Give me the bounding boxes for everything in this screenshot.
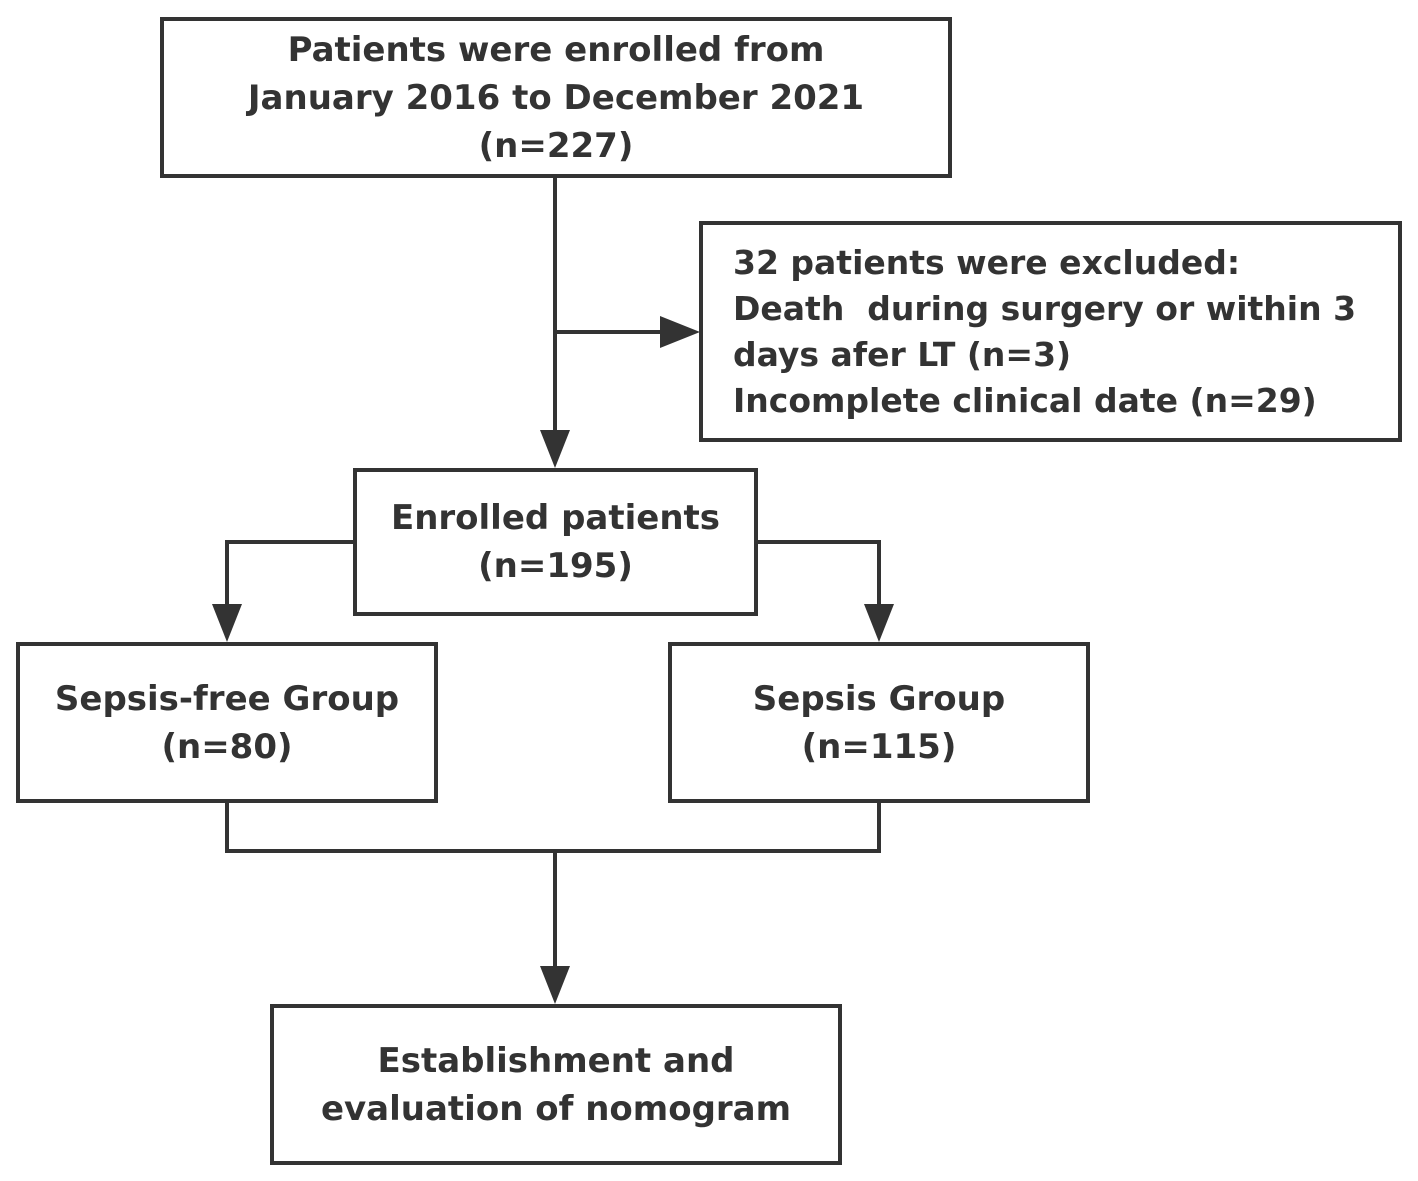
node-sepsis-free-line-1: Sepsis-free Group	[54, 678, 400, 719]
node-excluded-line-2: Death during surgery or within 3	[733, 288, 1357, 328]
node-nomogram-line-2: evaluation of nomogram	[320, 1088, 792, 1129]
edge-sepsis-free-to-nomogram	[225, 803, 555, 853]
node-enrolled-final-line-2: (n=195)	[478, 546, 633, 586]
arrowhead-to-nomogram	[540, 966, 570, 1004]
arrowhead-to-sepsis	[864, 604, 894, 642]
node-sepsis: Sepsis Group (n=115)	[668, 642, 1090, 803]
arrowhead-to-sepsis-free	[212, 604, 242, 642]
arrowhead-to-enrolled-final	[540, 430, 570, 468]
arrowhead-to-excluded	[660, 316, 700, 348]
node-enrolled-final: Enrolled patients (n=195)	[353, 468, 758, 616]
edge-enrolled-final-to-sepsis	[758, 540, 881, 604]
node-sepsis-free: Sepsis-free Group (n=80)	[16, 642, 438, 803]
edge-enrolled-final-to-sepsis-free	[225, 540, 353, 604]
node-sepsis-line-2: (n=115)	[801, 726, 957, 767]
node-enrolled-final-line-1: Enrolled patients	[390, 498, 721, 538]
node-sepsis-free-line-2: (n=80)	[161, 726, 293, 767]
node-enrolled-all-line-1: Patients were enrolled from	[287, 29, 825, 70]
node-excluded-line-3: days afer LT (n=3)	[733, 334, 1072, 374]
node-enrolled-all-line-3: (n=227)	[478, 125, 634, 166]
node-excluded-line-1: 32 patients were excluded:	[733, 242, 1241, 282]
node-excluded: 32 patients were excluded: Death during …	[699, 221, 1402, 442]
node-enrolled-all-line-2: January 2016 to December 2021	[247, 77, 865, 118]
node-nomogram-line-1: Establishment and	[377, 1040, 735, 1081]
node-excluded-line-4: Incomplete clinical date (n=29)	[733, 380, 1317, 420]
node-nomogram: Establishment and evaluation of nomogram	[270, 1004, 842, 1165]
edge-sepsis-to-nomogram	[555, 803, 881, 853]
node-sepsis-line-1: Sepsis Group	[752, 678, 1006, 719]
node-enrolled-all: Patients were enrolled from January 2016…	[160, 17, 952, 178]
